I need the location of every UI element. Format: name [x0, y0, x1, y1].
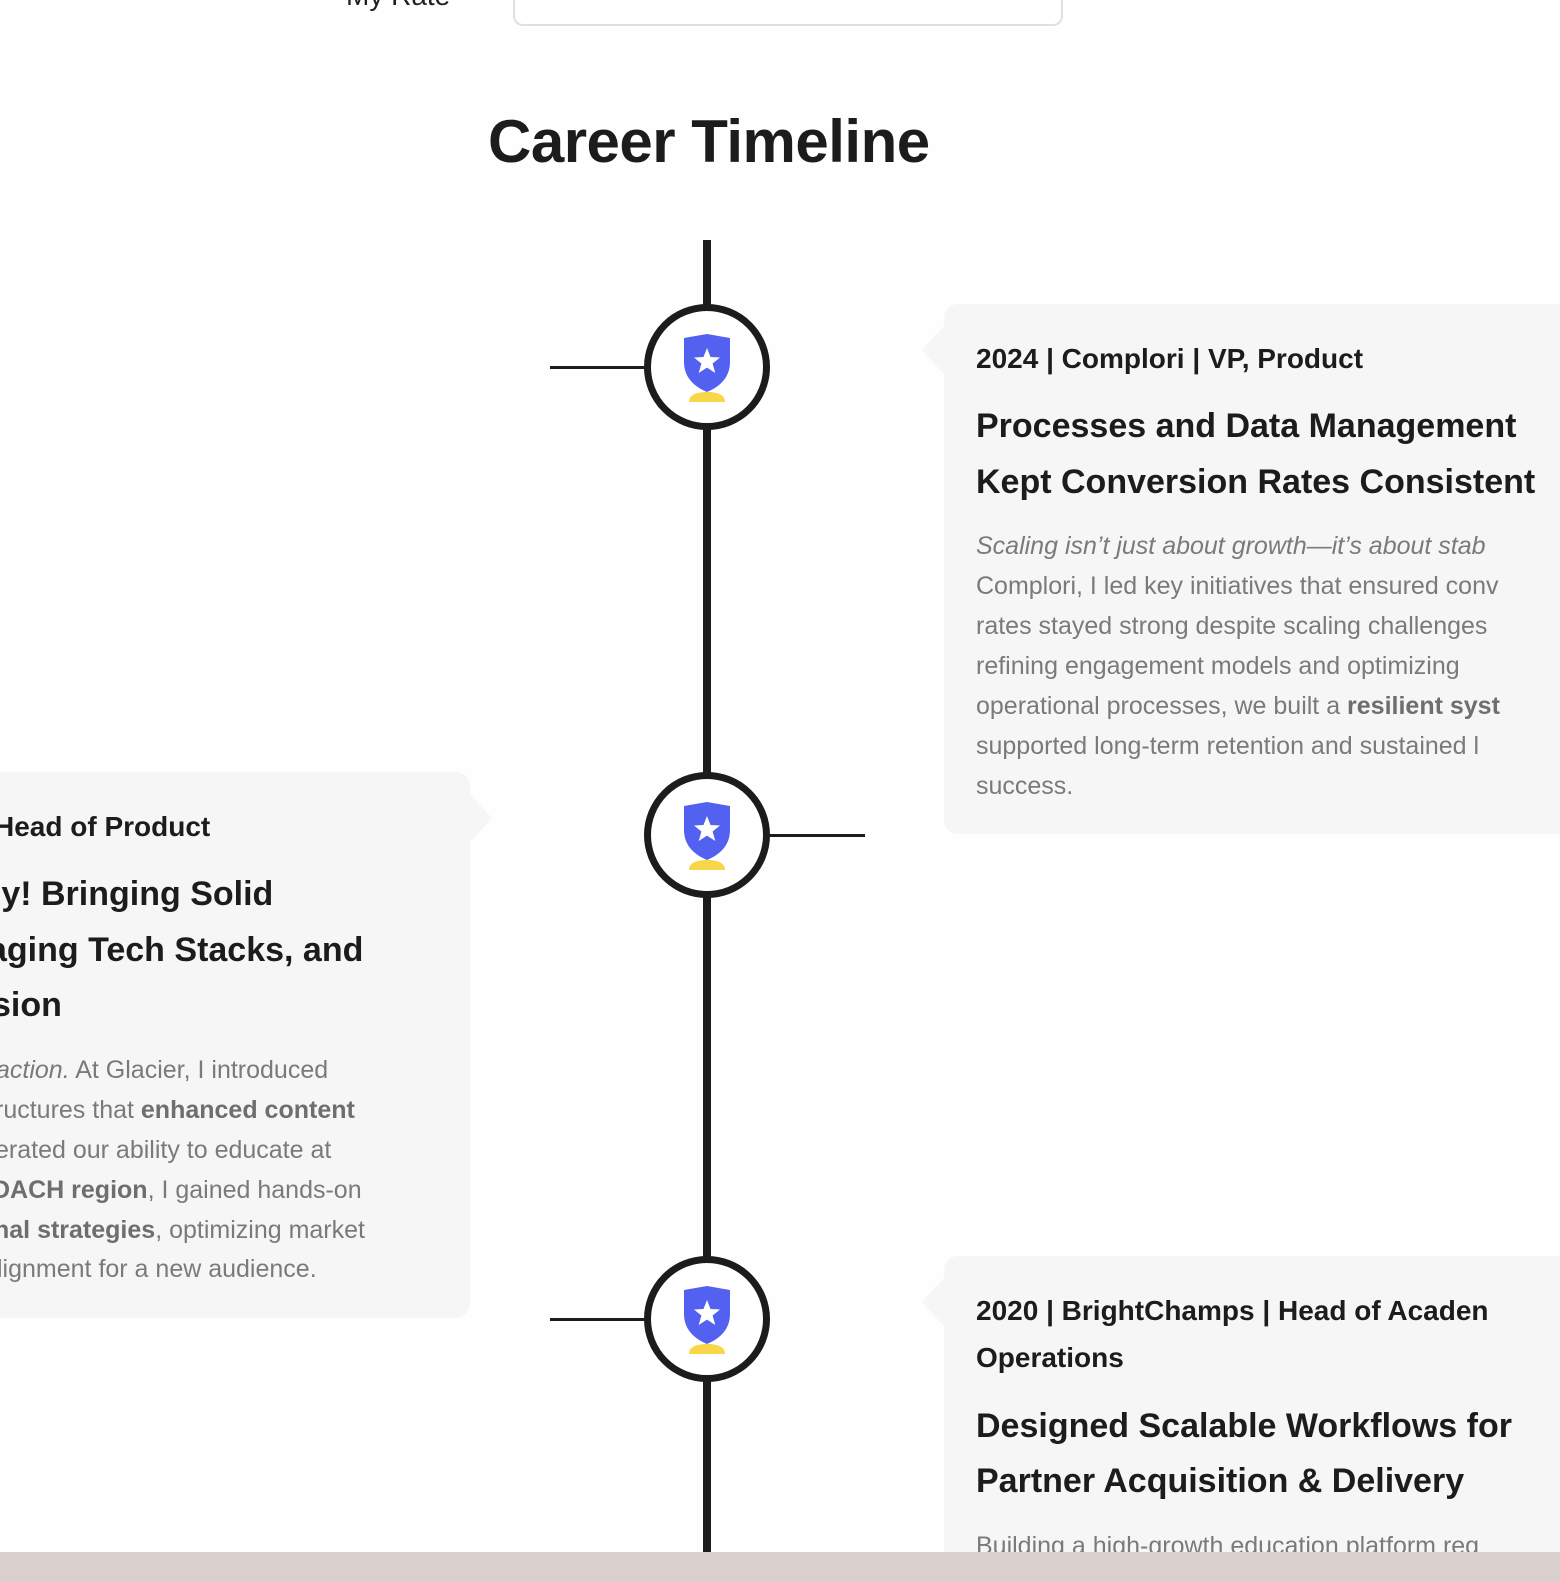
card-meta: Operations: [976, 1342, 1124, 1373]
rate-input[interactable]: [513, 0, 1063, 26]
section-title: Career Timeline: [488, 108, 930, 175]
card-headline: Kept Conversion Rates Consistent: [976, 463, 1536, 501]
timeline-card-brightchamps: [922, 1256, 1560, 1582]
card-meta: 2020 | BrightChamps | Head of Acaden: [976, 1295, 1489, 1326]
card-body-line: rates stayed strong despite scaling chal…: [976, 612, 1488, 640]
card-body-line: operational processes, we built a resili…: [976, 692, 1500, 720]
card-body-line: erated our ability to educate at: [0, 1136, 332, 1164]
card-body-line: nal strategies, optimizing market: [0, 1216, 365, 1244]
rate-input-value: ———— ————: [535, 0, 750, 14]
card-body-line: supported long-term retention and sustai…: [976, 732, 1480, 760]
timeline-connector: [550, 366, 650, 369]
card-headline: Processes and Data Management: [976, 407, 1517, 445]
timeline-connector: [550, 1318, 650, 1321]
award-shield-icon: [680, 800, 734, 870]
card-headline: -y! Bringing Solid: [0, 875, 274, 913]
card-body-line: DACH region, I gained hands-on: [0, 1176, 362, 1204]
award-shield-icon: [680, 1284, 734, 1354]
timeline-card-complori: [922, 304, 1560, 834]
card-body-line: ructures that enhanced content: [0, 1096, 355, 1124]
card-body-line: Scaling isn’t just about growth—it’s abo…: [976, 532, 1486, 560]
card-pointer: [922, 1278, 944, 1326]
window-bottom-edge: [0, 1552, 1560, 1582]
award-shield-icon: [680, 332, 734, 402]
card-headline: sion: [0, 986, 62, 1024]
card-meta: 2024 | Complori | VP, Product: [976, 343, 1364, 374]
card-meta: Head of Product: [0, 811, 211, 842]
timeline-card-glacier: [0, 772, 492, 1318]
rate-label: My Rate: [346, 0, 450, 14]
timeline-connector: [764, 834, 865, 837]
timeline-node: [644, 304, 770, 430]
card-body-line: refining engagement models and optimizin…: [976, 652, 1460, 680]
card-body-line: success.: [976, 772, 1074, 800]
card-pointer: [470, 794, 492, 842]
timeline-node: [644, 1256, 770, 1382]
timeline-spine: [703, 240, 711, 1570]
card-body-line: action. At Glacier, I introduced: [0, 1056, 329, 1084]
card-body-line: lignment for a new audience.: [0, 1255, 317, 1283]
card-pointer: [922, 326, 944, 374]
card-headline: Designed Scalable Workflows for: [976, 1407, 1512, 1445]
card-headline: aging Tech Stacks, and: [0, 931, 364, 969]
card-body-line: Complori, I led key initiatives that ens…: [976, 572, 1499, 600]
card-headline: Partner Acquisition & Delivery: [976, 1462, 1465, 1500]
timeline-node: [644, 772, 770, 898]
